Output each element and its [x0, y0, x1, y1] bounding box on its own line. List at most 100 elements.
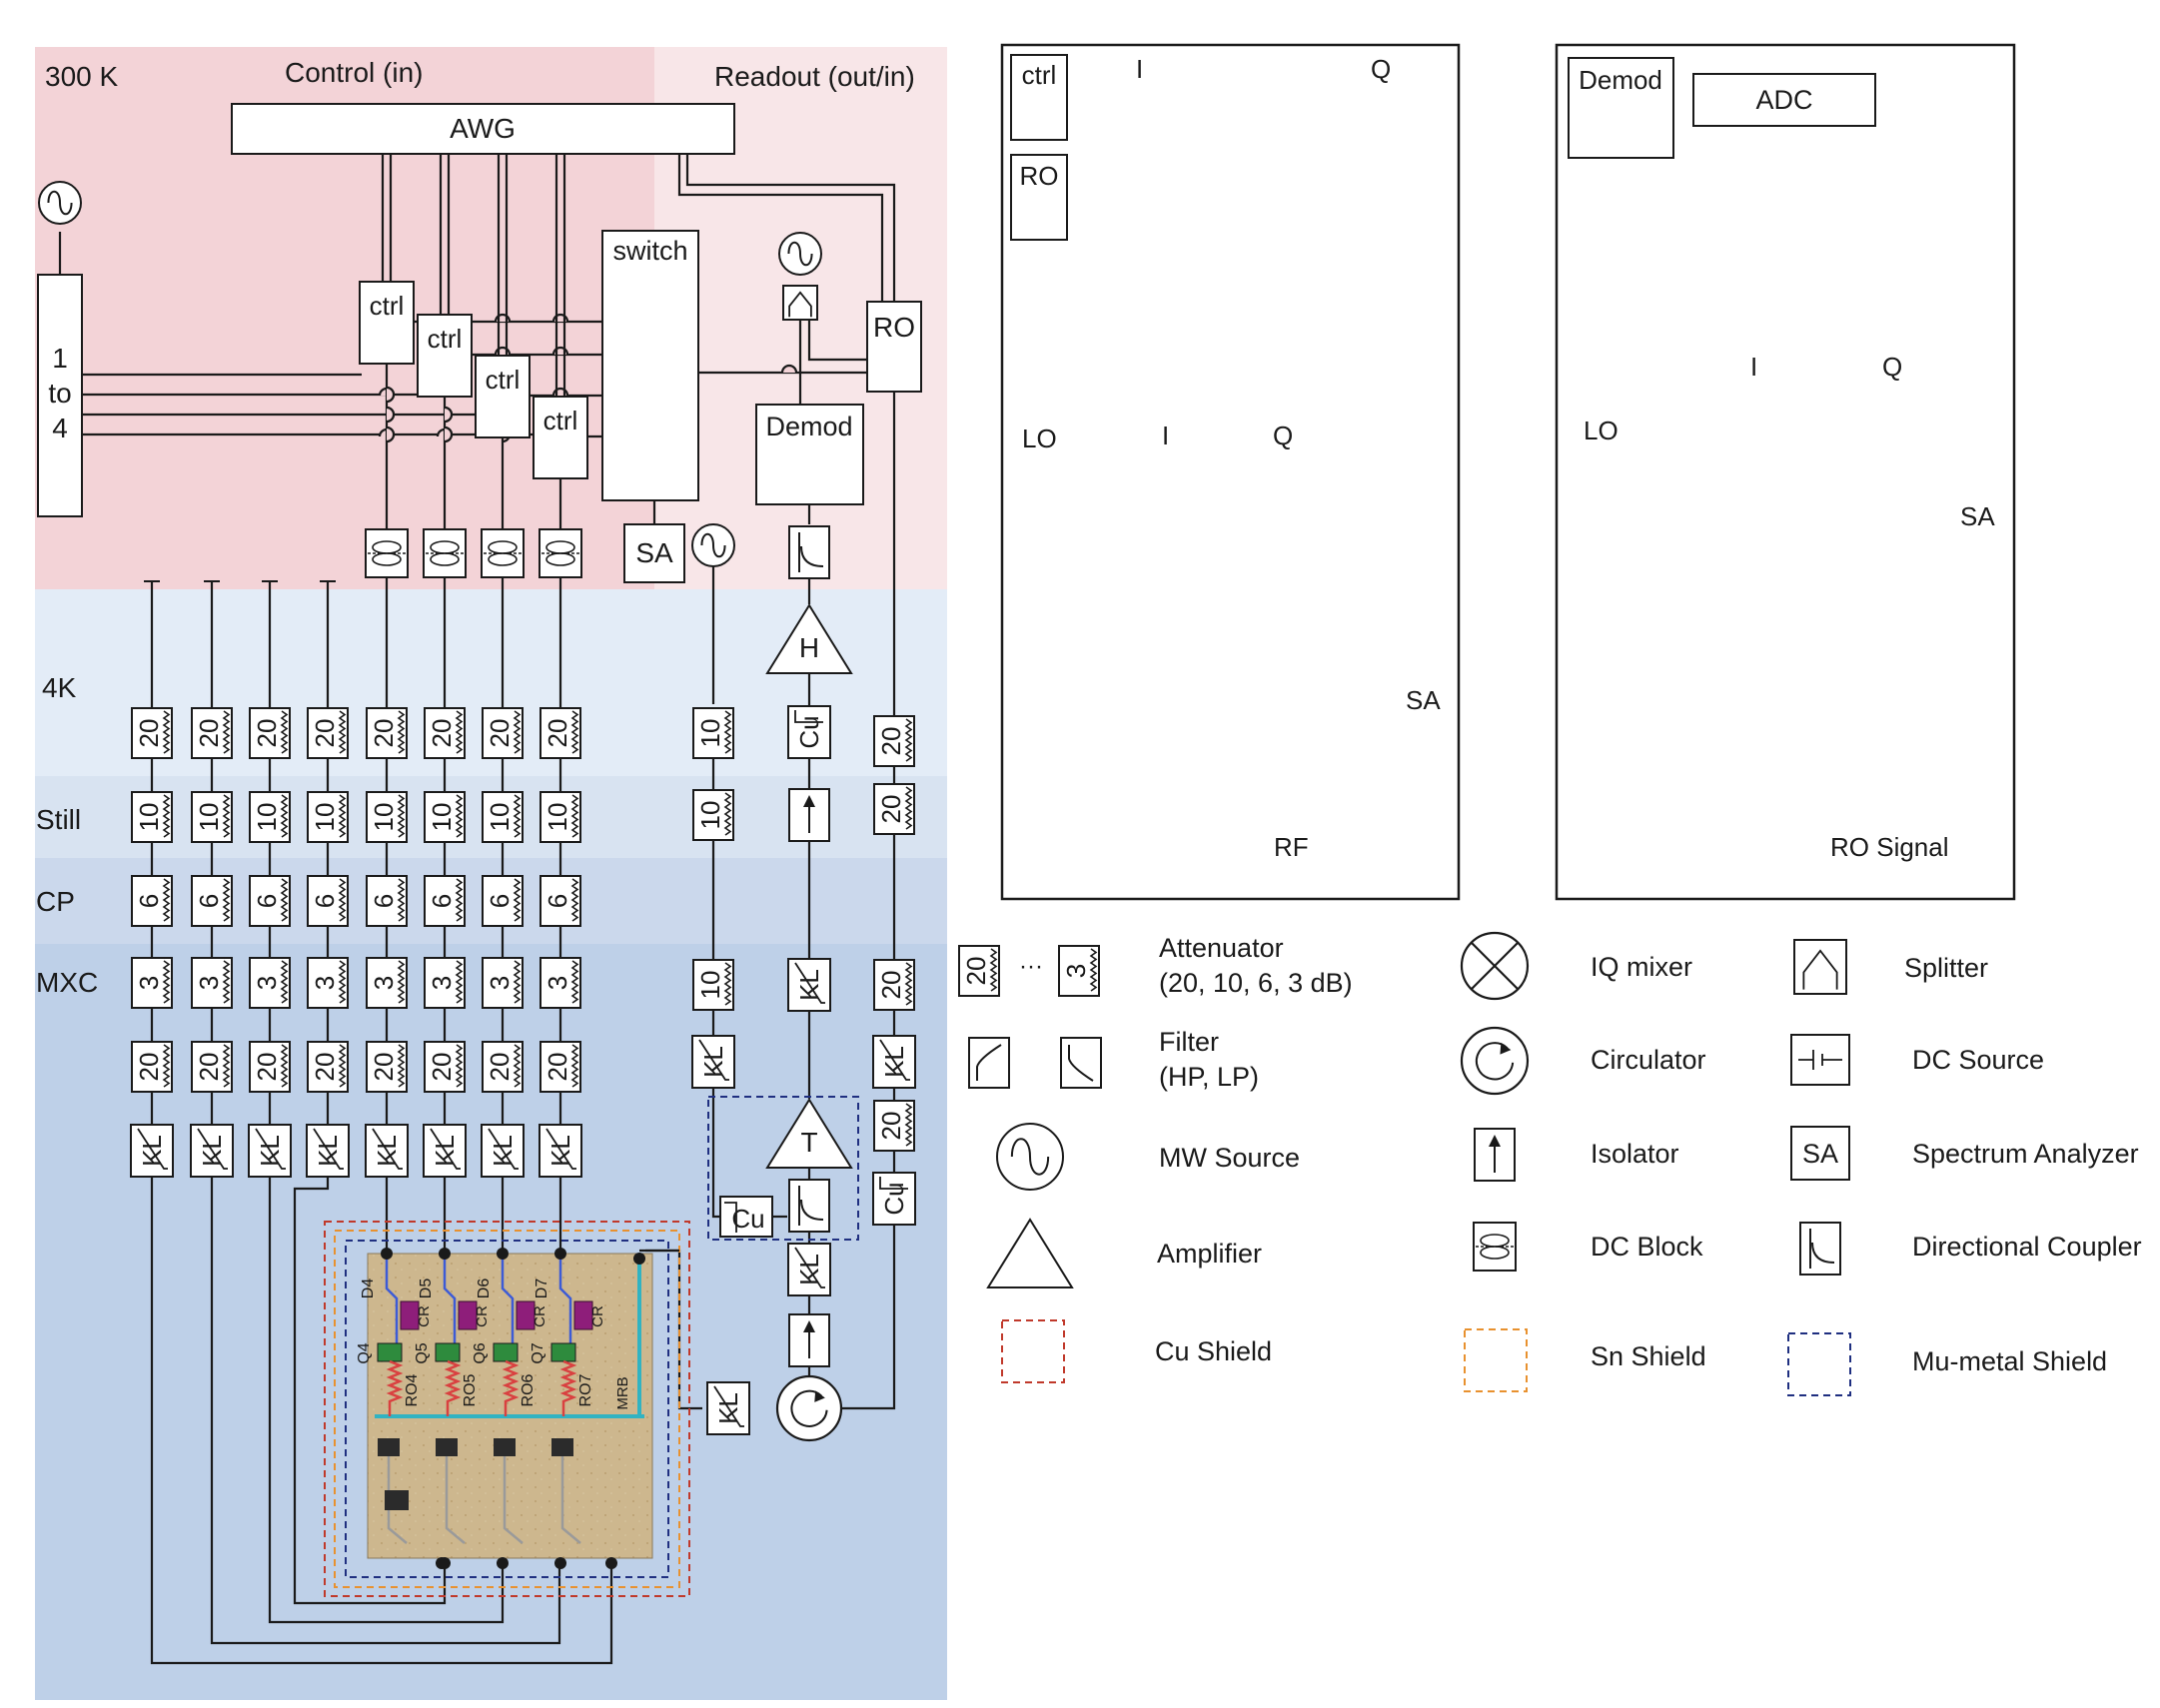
qubit-pad — [493, 1342, 519, 1362]
amplifier-triangle — [986, 1218, 1074, 1288]
attenuator-value: 6 — [252, 894, 282, 908]
coupling-resonator — [400, 1300, 420, 1330]
stage-label-still: Still — [36, 804, 81, 835]
header-control: Control (in) — [285, 57, 423, 88]
kl-filter-control: KL — [248, 1124, 292, 1178]
demod-detail-panel: Demod ADC I Q LO SA RO Signal — [1555, 43, 2016, 901]
attenuator-value: 3 — [194, 976, 224, 990]
filter-curve — [976, 1044, 1002, 1081]
sa-box — [623, 523, 685, 583]
attenuator-value: 20 — [542, 719, 572, 748]
kl-filter-slash — [137, 1128, 168, 1170]
amplifier-label: T — [800, 1127, 817, 1158]
attenuator-resistor — [280, 878, 289, 922]
attenuator-cp: 6 — [482, 875, 524, 927]
kl-filter-slash — [713, 1385, 744, 1427]
legend-mw-source — [996, 1123, 1064, 1191]
drive-label: D4 — [360, 1279, 377, 1299]
attenuator-value: 20 — [134, 719, 164, 748]
mu-metal-shield-chip — [345, 1240, 669, 1578]
directional-coupler-body — [788, 525, 830, 579]
attenuator-cp: 6 — [424, 875, 466, 927]
attenuator-value: 6 — [310, 894, 340, 908]
attenuator-resistor — [455, 794, 464, 838]
dc-block-cap — [372, 552, 402, 566]
isolator-arrowhead — [803, 1320, 815, 1332]
coupling-resonator — [516, 1300, 536, 1330]
attenuator-4k: 20 — [482, 707, 524, 759]
attenuator-value: 20 — [427, 1053, 457, 1082]
dc-block-control — [481, 528, 525, 578]
mw-source-readout — [778, 232, 822, 276]
attenuator-resistor — [513, 710, 522, 754]
readout-resonator — [559, 1359, 577, 1416]
iq-mixer-cross — [1471, 942, 1519, 990]
attenuator-resistor — [162, 960, 171, 1004]
sa-label: SA — [635, 537, 673, 568]
legend-dc-block: DC Block — [1591, 1232, 1703, 1262]
attenuator-value: 20 — [194, 1053, 224, 1082]
attenuator-resistor — [904, 786, 913, 830]
attenuator-readout-in-still: 10 — [692, 789, 734, 841]
cr-label: CR — [532, 1305, 548, 1327]
attenuator-value: 20 — [310, 719, 340, 748]
attenuator-mxc: 3 — [249, 957, 291, 1009]
crossover-hop — [444, 426, 454, 443]
splitter-mark — [1802, 949, 1838, 990]
mw-source-wave — [787, 241, 813, 267]
attenuator-value: 20 — [369, 719, 399, 748]
attenuator-mxc-20: 20 — [131, 1041, 173, 1093]
cu-filter-readout-out: Cu — [872, 1172, 916, 1226]
splitter-body — [1793, 939, 1847, 995]
coupling-resonator — [573, 1300, 593, 1330]
awg-box — [231, 103, 735, 155]
demod-detail-i-label: I — [1750, 352, 1757, 382]
attenuator-resistor — [222, 710, 231, 754]
attenuator-4k: 20 — [249, 707, 291, 759]
kl-filter-slash — [430, 1128, 461, 1170]
attenuator-value: 6 — [134, 894, 164, 908]
demod-box — [755, 404, 864, 505]
legend-mu-metal-shield: Mu-metal Shield — [1912, 1346, 2107, 1376]
switch-label: switch — [612, 236, 687, 266]
attenuator-value: 10 — [194, 803, 224, 832]
lower-line — [560, 1456, 581, 1544]
legend-hp-filter — [968, 1037, 1010, 1089]
filter-body — [968, 1037, 1010, 1089]
attenuator-value: 20 — [252, 719, 282, 748]
kl-filter-control: KL — [130, 1124, 174, 1178]
attenuator-value: 3 — [427, 976, 457, 990]
attenuator-value: 3 — [369, 976, 399, 990]
legend-attenuator: Attenuator — [1159, 933, 1284, 963]
readout-label: RO5 — [462, 1373, 479, 1406]
attenuator-cp: 6 — [366, 875, 408, 927]
kl-filter-control: KL — [539, 1124, 582, 1178]
lower-qubit-pad — [494, 1438, 516, 1456]
attenuator-resistor — [570, 960, 579, 1004]
demod-detail-ro-signal: RO Signal — [1830, 832, 1949, 862]
ctrl-detail-frame — [1000, 43, 1461, 901]
attenuator-still: 10 — [191, 791, 233, 843]
attenuator-value: 10 — [369, 803, 399, 832]
attenuator-readout-in-mxc: 10 — [692, 959, 734, 1011]
attenuator-resistor — [513, 794, 522, 838]
kl-filter-control: KL — [365, 1124, 409, 1178]
attenuator-still: 10 — [424, 791, 466, 843]
attenuator-value: 20 — [876, 795, 906, 824]
attenuator-value: 20 — [310, 1053, 340, 1082]
bond-pad-bottom — [554, 1557, 566, 1569]
attenuator-resistor — [162, 878, 171, 922]
attenuator-value: 6 — [485, 894, 515, 908]
attenuator-4k: 20 — [191, 707, 233, 759]
attenuator-value: 20 — [369, 1053, 399, 1082]
drive-label: D6 — [476, 1279, 493, 1299]
attenuator-value: 10 — [542, 803, 572, 832]
legend-attenuator-values: (20, 10, 6, 3 dB) — [1159, 968, 1353, 998]
wire — [210, 1176, 561, 1645]
kl-filter-readout: KL — [787, 958, 831, 1012]
attenuator-resistor — [513, 1044, 522, 1088]
ctrl-unit: ctrl — [475, 355, 531, 438]
dc-block-cap — [488, 552, 518, 566]
demod-detail-sa-label: SA — [1960, 501, 1995, 531]
qubit-label: Q7 — [530, 1342, 546, 1363]
